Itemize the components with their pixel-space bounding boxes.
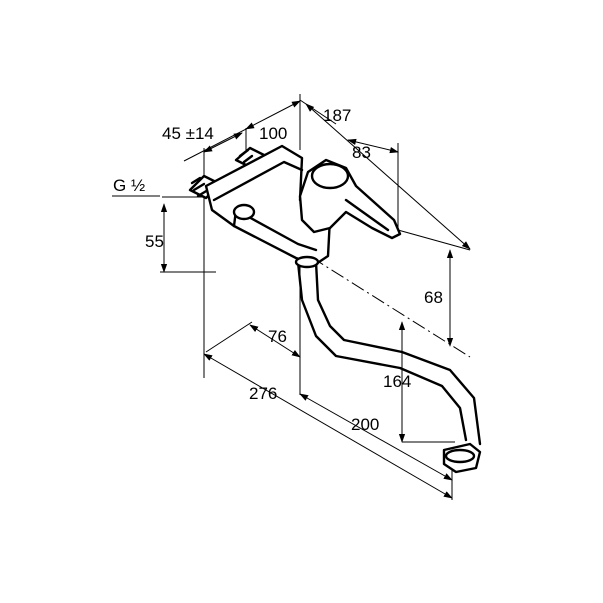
dim-187-line: [305, 103, 471, 250]
dimension-lines: [112, 99, 471, 499]
label-thread: G ½: [113, 176, 145, 195]
label-83: 83: [352, 143, 371, 162]
label-100: 100: [259, 124, 287, 143]
label-276: 276: [249, 384, 277, 403]
label-55: 55: [145, 232, 164, 251]
label-200: 200: [351, 415, 379, 434]
dim-100-line: [245, 100, 301, 130]
dim-76-ext: [205, 321, 253, 353]
label-187: 187: [323, 106, 351, 125]
label-45-14: 45 ±14: [162, 124, 214, 143]
dimension-labels: G ½ 55 45 ±14 100 187 83 68 76 164 276 2…: [113, 106, 443, 434]
dim-45-line: [203, 132, 243, 153]
label-76: 76: [268, 327, 287, 346]
label-164: 164: [383, 372, 411, 391]
label-68: 68: [424, 288, 443, 307]
dim-200-line: [299, 393, 453, 481]
dim-83-line: [347, 138, 399, 154]
faucet-body: [188, 144, 482, 474]
dim-76-line: [249, 324, 301, 358]
